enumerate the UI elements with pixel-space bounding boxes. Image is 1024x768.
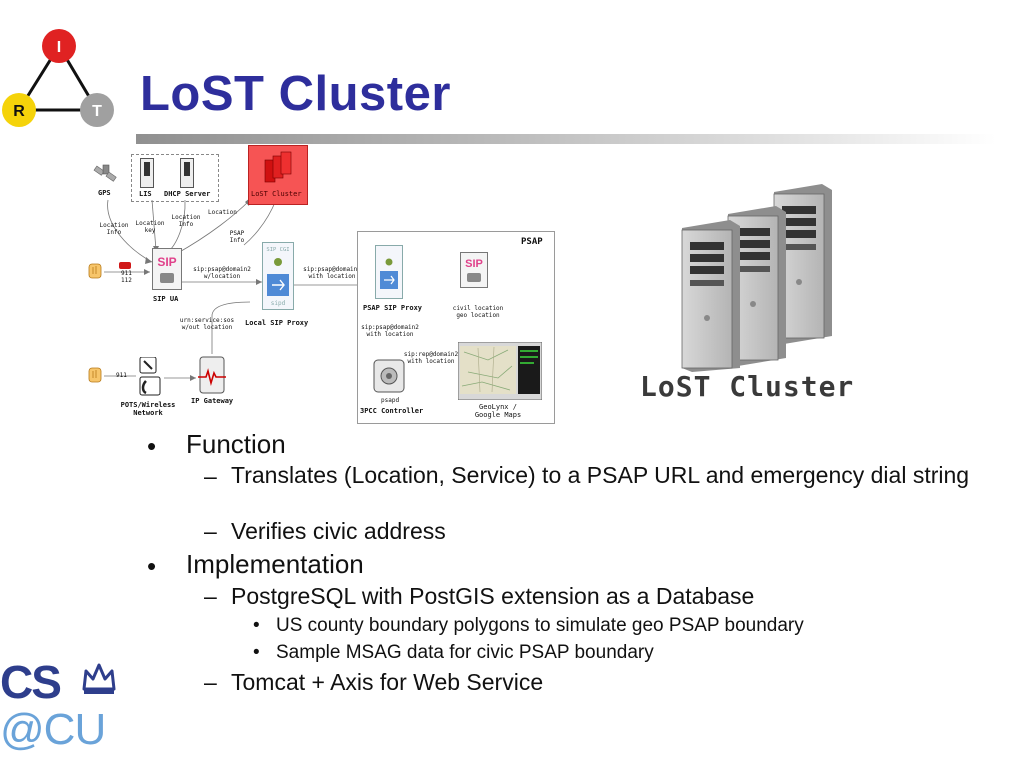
psap-title: PSAP — [521, 237, 543, 247]
geolynx-label: GeoLynx / Google Maps — [474, 403, 522, 419]
pots-phone-icon — [139, 357, 161, 396]
sip-ua-icon: SIP — [152, 248, 182, 290]
cu-logo-text: @CU — [0, 705, 106, 754]
bullet-us-county: US county boundary polygons to simulate … — [276, 615, 804, 636]
sub-bullet-marker: • — [253, 642, 260, 663]
local-sip-proxy-icon: SIP CGI sipd — [262, 242, 294, 310]
svg-text:sipd: sipd — [271, 300, 286, 307]
irt-logo-t-circle — [80, 93, 114, 127]
crown-icon — [82, 663, 116, 694]
urn-service-label: urn:service:sos w/out location — [179, 317, 235, 331]
sip-rep-label: sip:rep@domain2 with location — [403, 351, 459, 365]
bullet-msag: Sample MSAG data for civic PSAP boundary — [276, 642, 654, 663]
location-info-label-2: Location Info — [171, 214, 201, 228]
bullet-marker: • — [147, 551, 157, 581]
sip-psap-label-2: sip:psap@domain2 with location — [303, 266, 361, 280]
bullet-postgresql: PostgreSQL with PostGIS extension as a D… — [231, 583, 755, 609]
dial-911-pots-label: 911 — [116, 372, 127, 379]
lost-cluster-servers-image — [681, 184, 832, 372]
bullet-function: Function — [186, 429, 286, 459]
bullet-implementation: Implementation — [186, 549, 364, 579]
sip-ua-label: SIP UA — [153, 295, 179, 303]
irt-logo-i-circle — [42, 29, 76, 63]
location-key-label: Location key — [135, 220, 165, 234]
sub-bullet-marker: • — [253, 615, 260, 636]
dash-marker: – — [204, 518, 217, 544]
irt-logo-i: I — [57, 39, 61, 56]
dial-911-label: 911 112 — [121, 270, 132, 284]
bullet-tomcat: Tomcat + Axis for Web Service — [231, 669, 544, 695]
red-phone-icon — [119, 262, 131, 269]
civil-location-label: civil location geo location — [452, 305, 504, 319]
cs-cu-logo: CS @CU — [0, 655, 130, 765]
irt-logo: I R T — [2, 29, 114, 127]
sip-psap-label-1: sip:psap@domain2 w/location — [193, 266, 251, 280]
location-label: Location — [208, 209, 237, 216]
dash-marker: – — [204, 669, 217, 695]
svg-text:SIP: SIP — [157, 255, 176, 269]
architecture-diagram: GPS LIS DHCP Server LoST Cluster Locatio… — [0, 0, 560, 430]
controller-label: 3PCC Controller — [360, 407, 424, 415]
slide-title: LoST Cluster — [140, 67, 451, 121]
irt-logo-r-circle — [2, 93, 36, 127]
ip-gateway-icon — [198, 356, 226, 394]
ip-gateway-label: IP Gateway — [191, 397, 234, 405]
psap-sip-ua-icon: SIP — [460, 252, 488, 288]
psap-sip-proxy-label: PSAP SIP Proxy — [363, 304, 423, 312]
dash-marker: – — [204, 583, 217, 609]
irt-logo-t: T — [92, 103, 102, 120]
caller-hand-icon — [88, 263, 102, 279]
bullet-verifies: Verifies civic address — [231, 518, 446, 544]
bullet-translates: Translates (Location, Service) to a PSAP… — [231, 462, 970, 488]
lis-server-icon — [140, 158, 154, 188]
svg-text:SIP: SIP — [465, 258, 483, 270]
dhcp-label: DHCP Server — [164, 190, 211, 198]
geolynx-map-thumbnail — [458, 342, 542, 400]
cs-logo-text: CS — [0, 656, 62, 708]
lost-cluster-caption: LoST Cluster — [640, 370, 855, 403]
controller-server-icon — [373, 359, 405, 393]
lis-dhcp-group — [131, 154, 219, 202]
lis-label: LIS — [139, 190, 152, 198]
irt-logo-r: R — [13, 103, 25, 120]
svg-text:SIP CGI: SIP CGI — [266, 247, 289, 253]
gps-label: GPS — [98, 189, 111, 197]
bullet-marker: • — [147, 431, 157, 461]
local-sip-proxy-label: Local SIP Proxy — [245, 319, 309, 327]
dhcp-server-icon — [180, 158, 194, 188]
psap-sip-proxy-icon — [375, 245, 403, 299]
location-info-label-1: Location Info — [99, 222, 129, 236]
psap-info-label: PSAP Info — [229, 230, 245, 244]
lost-cluster-label: LoST Cluster — [251, 190, 302, 198]
dash-marker: – — [204, 463, 217, 489]
pots-label: POTS/Wireless Network — [120, 401, 176, 417]
psapd-label: psapd — [381, 397, 400, 404]
lost-cluster-icon — [264, 151, 292, 183]
title-divider — [136, 134, 996, 144]
sip-psap-label-3: sip:psap@domain2 with location — [361, 324, 419, 338]
pots-hand-icon — [88, 367, 102, 383]
gps-satellite-icon — [93, 164, 117, 182]
